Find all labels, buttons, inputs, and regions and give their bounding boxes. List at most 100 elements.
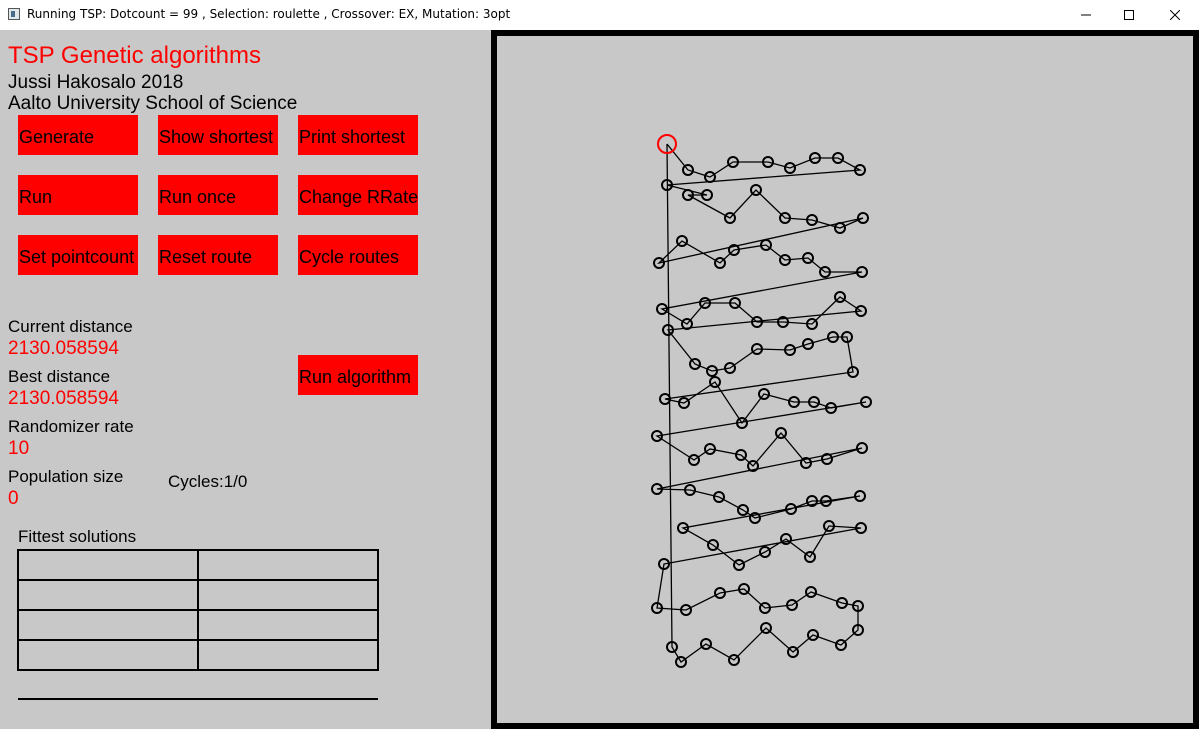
route-point — [728, 654, 740, 666]
route-point — [802, 338, 814, 350]
author-text: Jussi Hakosalo 2018 — [8, 72, 184, 93]
reset-route-button[interactable]: Reset route — [158, 235, 278, 275]
table-cell — [197, 579, 379, 611]
route-point — [661, 179, 673, 191]
route-point — [807, 629, 819, 641]
route-point — [805, 586, 817, 598]
cycle-routes-button[interactable]: Cycle routes — [298, 235, 418, 275]
run-button[interactable]: Run — [18, 175, 138, 215]
route-point — [836, 597, 848, 609]
set-pointcount-button[interactable]: Set pointcount — [18, 235, 138, 275]
route-point — [724, 212, 736, 224]
route-point — [800, 457, 812, 469]
table-cell — [197, 609, 379, 641]
route-point — [759, 546, 771, 558]
route-point — [802, 252, 814, 264]
close-button[interactable] — [1152, 0, 1198, 30]
route-point — [808, 396, 820, 408]
route-point — [827, 331, 839, 343]
route-point — [856, 442, 868, 454]
population-size-label: Population size — [8, 467, 124, 486]
current-distance-label: Current distance — [8, 317, 133, 336]
route-point — [735, 449, 747, 461]
table-cell — [17, 549, 199, 581]
route-point — [659, 393, 671, 405]
route-point — [684, 484, 696, 496]
route-point — [823, 520, 835, 532]
route-point — [760, 239, 772, 251]
route-point — [662, 324, 674, 336]
route-point — [651, 430, 663, 442]
route-point — [834, 222, 846, 234]
show-shortest-button[interactable]: Show shortest — [158, 115, 278, 155]
route-path — [655, 143, 867, 663]
route-point — [736, 417, 748, 429]
route-point — [729, 297, 741, 309]
route-point — [780, 533, 792, 545]
route-point — [675, 656, 687, 668]
route-point — [819, 266, 831, 278]
table-cell — [17, 639, 199, 671]
route-start-point — [657, 134, 677, 154]
route-point — [784, 162, 796, 174]
route-point — [682, 164, 694, 176]
route-point — [689, 358, 701, 370]
current-distance-value: 2130.058594 — [8, 338, 119, 359]
route-point — [788, 396, 800, 408]
divider-line — [18, 698, 378, 700]
route-point — [701, 189, 713, 201]
route-point — [688, 454, 700, 466]
route-point — [658, 558, 670, 570]
route-point — [855, 522, 867, 534]
route-point — [737, 504, 749, 516]
route-point — [733, 559, 745, 571]
route-point — [760, 622, 772, 634]
route-point — [821, 453, 833, 465]
close-icon — [1170, 10, 1180, 20]
minimize-icon — [1081, 14, 1091, 16]
maximize-icon — [1124, 10, 1134, 20]
table-cell — [17, 609, 199, 641]
population-size-value: 0 — [8, 488, 19, 509]
run-once-button[interactable]: Run once — [158, 175, 278, 215]
route-canvas[interactable] — [491, 30, 1199, 729]
route-point — [749, 512, 761, 524]
route-point — [786, 599, 798, 611]
route-point — [860, 396, 872, 408]
change-rrate-button[interactable]: Change RRate — [298, 175, 418, 215]
route-point — [707, 539, 719, 551]
route-point — [806, 214, 818, 226]
print-shortest-button[interactable]: Print shortest — [298, 115, 418, 155]
route-point — [653, 257, 665, 269]
route-point — [682, 189, 694, 201]
route-point — [835, 639, 847, 651]
route-point — [758, 388, 770, 400]
route-point — [852, 600, 864, 612]
route-point — [676, 235, 688, 247]
route-point — [834, 291, 846, 303]
minimize-button[interactable] — [1063, 0, 1109, 30]
route-point — [832, 152, 844, 164]
table-cell — [197, 549, 379, 581]
maximize-button[interactable] — [1106, 0, 1152, 30]
route-point — [677, 522, 689, 534]
fittest-solutions-label: Fittest solutions — [18, 527, 137, 546]
route-point — [779, 212, 791, 224]
route-point — [700, 638, 712, 650]
best-distance-label: Best distance — [8, 367, 111, 386]
randomizer-rate-value: 10 — [8, 438, 30, 459]
route-point — [709, 376, 721, 388]
route-point — [751, 316, 763, 328]
route-point — [806, 495, 818, 507]
route-point — [825, 402, 837, 414]
route-point — [854, 490, 866, 502]
run-algorithm-button[interactable]: Run algorithm — [298, 355, 418, 395]
route-point — [727, 156, 739, 168]
table-row — [17, 579, 379, 611]
table-cell — [197, 639, 379, 671]
route-point — [787, 646, 799, 658]
table-row — [17, 639, 379, 671]
generate-button[interactable]: Generate — [18, 115, 138, 155]
route-point — [852, 624, 864, 636]
route-point — [713, 491, 725, 503]
